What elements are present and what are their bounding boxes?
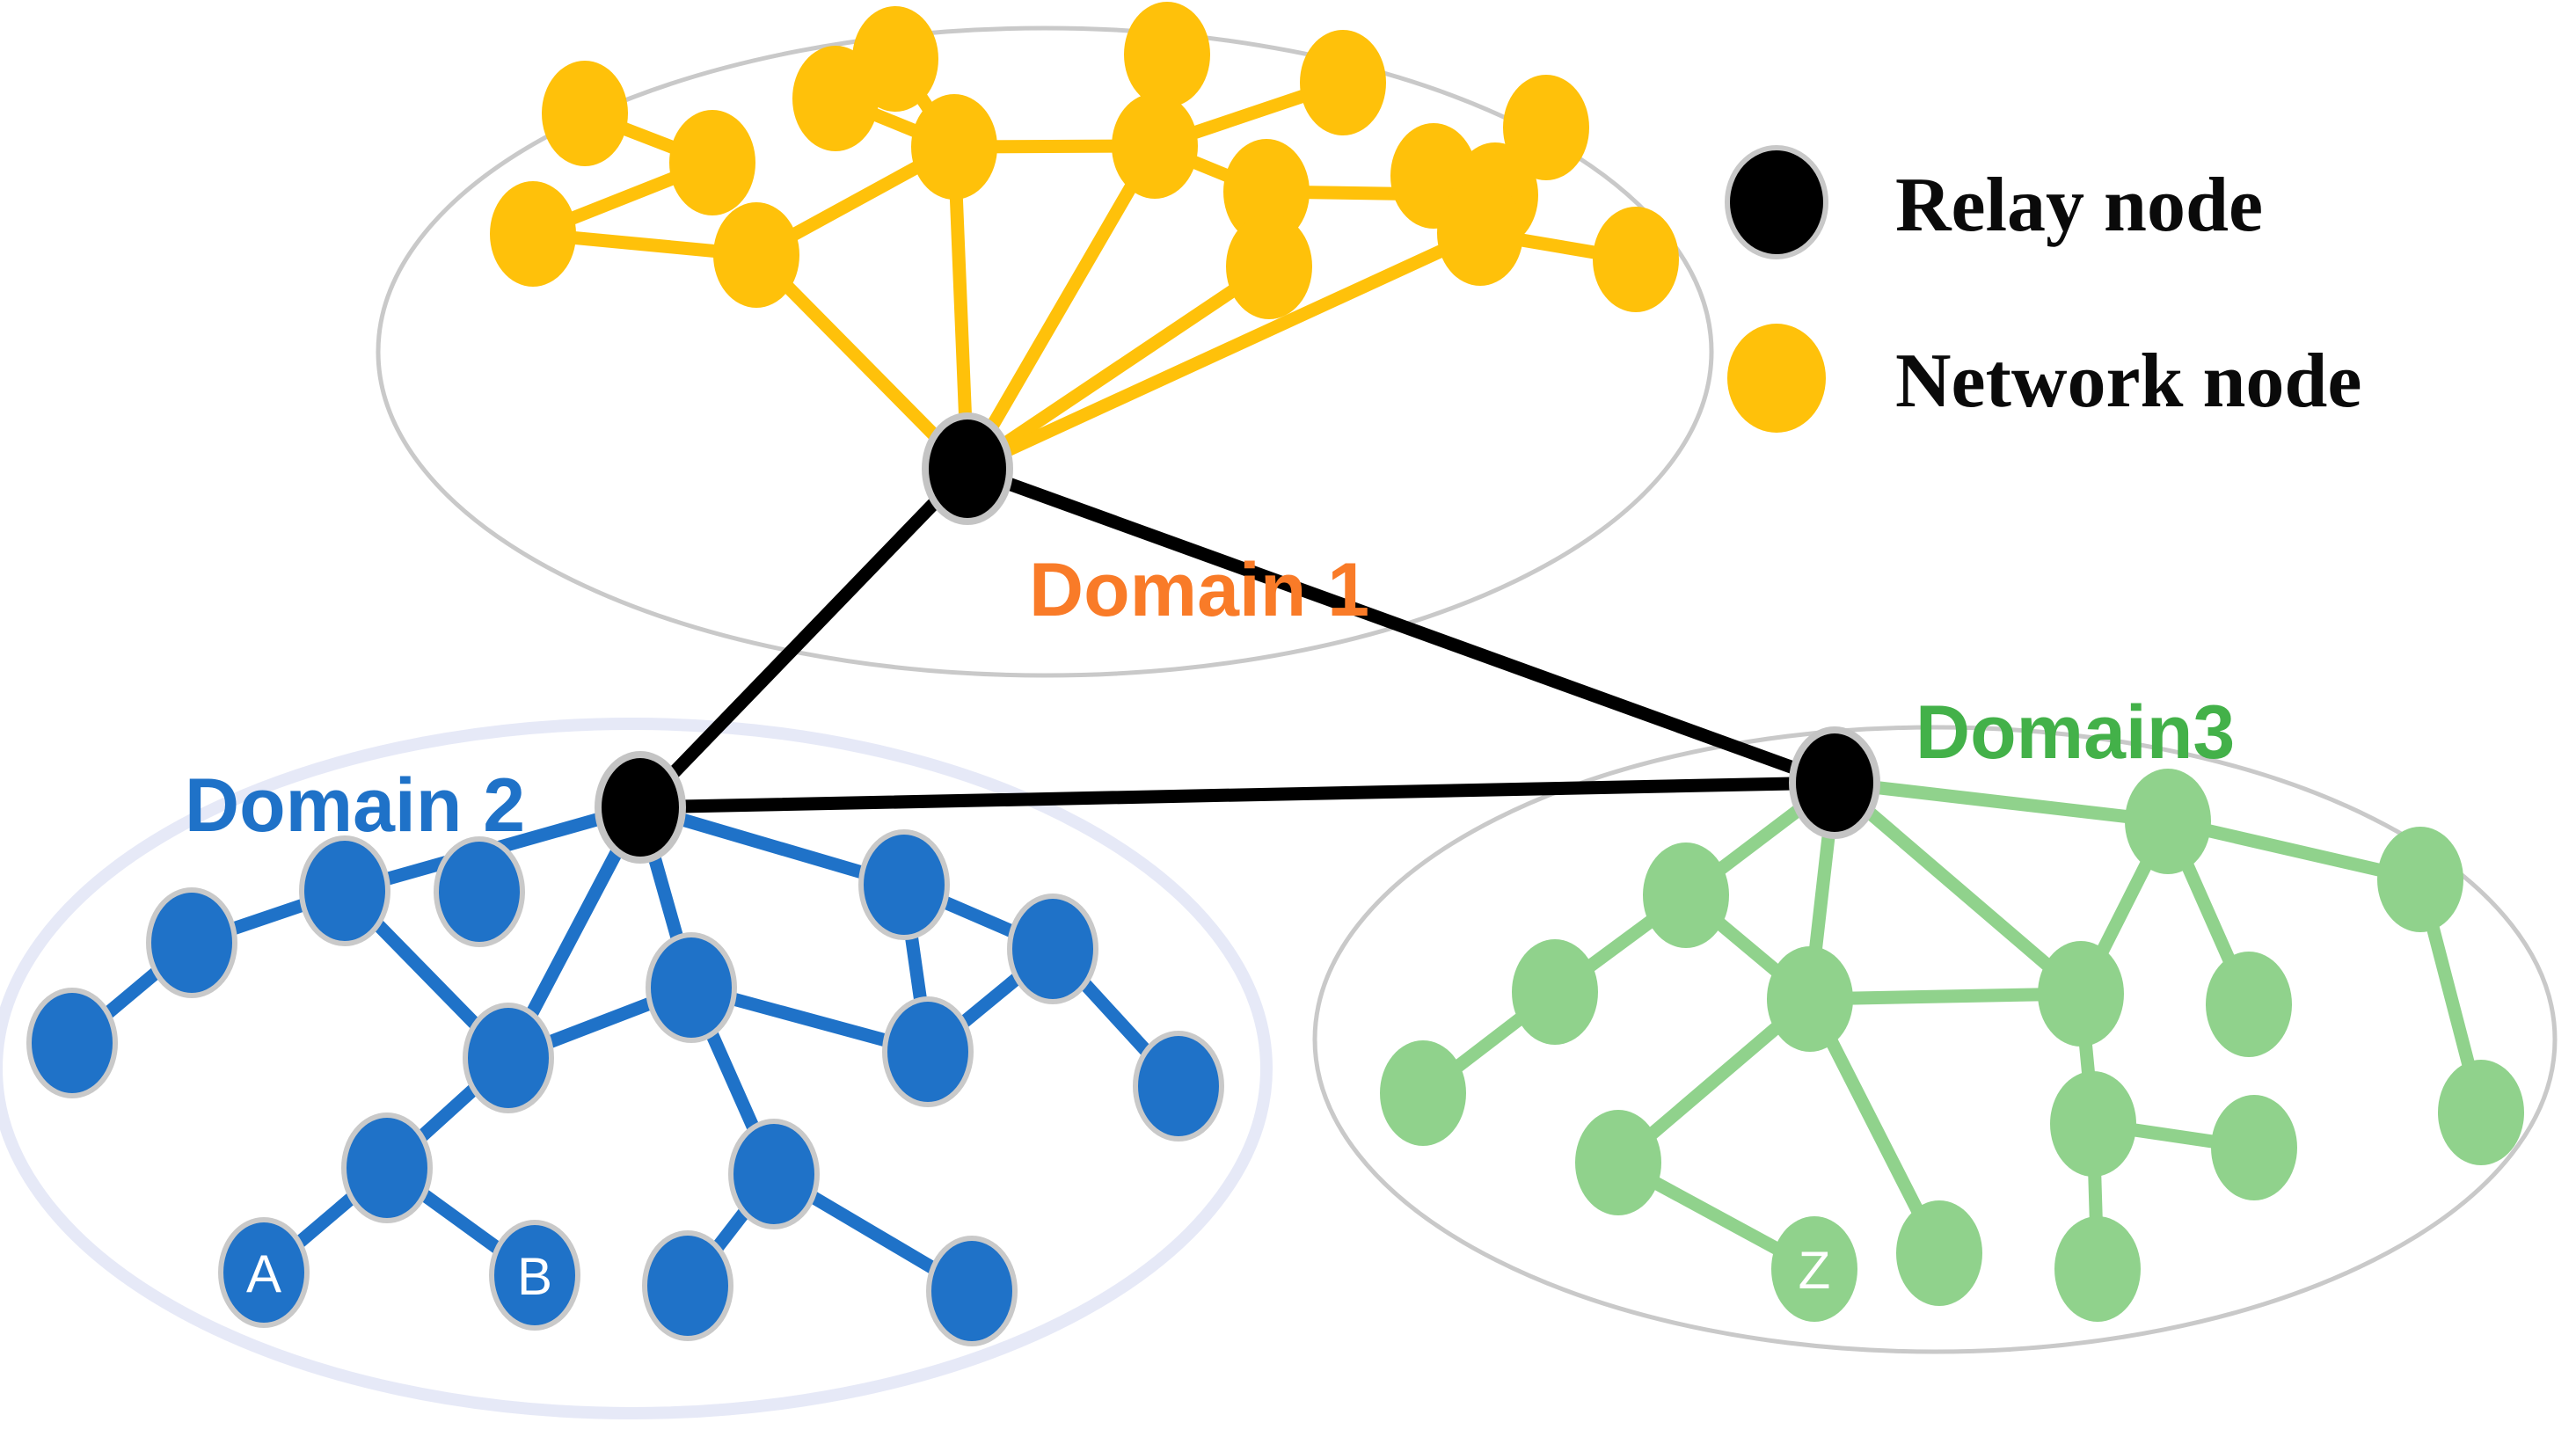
- domain2-hull: [0, 718, 1273, 1419]
- network-edge: [1803, 987, 2088, 1006]
- network-node[interactable]: [1133, 1031, 1224, 1142]
- domain2-edges: [65, 800, 1186, 1298]
- domain1-hull: [376, 26, 1714, 678]
- network-node[interactable]: [926, 1236, 1018, 1346]
- network-node[interactable]: [2438, 1060, 2524, 1165]
- network-node[interactable]: [1007, 894, 1098, 1004]
- network-node[interactable]: [218, 1217, 310, 1328]
- network-node[interactable]: [2050, 1071, 2136, 1177]
- relay-nodes: [595, 412, 1880, 864]
- network-node[interactable]: [2377, 827, 2463, 932]
- network-node[interactable]: [1223, 139, 1310, 244]
- network-node[interactable]: [2206, 952, 2292, 1057]
- network-node[interactable]: [1503, 75, 1589, 180]
- network-node[interactable]: [1575, 1110, 1661, 1215]
- network-node[interactable]: [1896, 1200, 1982, 1306]
- network-node[interactable]: [490, 181, 576, 287]
- domain3-hull: [1312, 725, 2558, 1354]
- network-node[interactable]: [1380, 1040, 1466, 1146]
- network-node[interactable]: [646, 932, 737, 1043]
- network-edge: [960, 226, 1487, 476]
- network-node[interactable]: [434, 836, 525, 947]
- network-node[interactable]: [1771, 1216, 1857, 1322]
- node-letter-label: Z: [1799, 1241, 1831, 1300]
- network-node[interactable]: [26, 988, 118, 1098]
- legend-label-relay-node: Relay node: [1895, 163, 2263, 248]
- domain1-label: Domain 1: [1029, 548, 1369, 632]
- network-edge: [1828, 776, 2175, 828]
- legend-item-relay-node: Relay node: [1725, 145, 2263, 259]
- network-node[interactable]: [299, 835, 390, 946]
- relay-node[interactable]: [1789, 726, 1880, 839]
- inter-domain-link: [633, 462, 974, 814]
- node-letter-label: A: [246, 1244, 281, 1303]
- network-edge: [960, 259, 1276, 476]
- network-node[interactable]: [2125, 769, 2211, 874]
- network-node[interactable]: [2038, 941, 2124, 1047]
- relay-node-marker-icon: [1725, 145, 1828, 259]
- network-node[interactable]: [542, 61, 628, 166]
- legend: Relay node Network node: [1725, 145, 2361, 433]
- domain3-label: Domain3: [1916, 690, 2235, 775]
- network-node[interactable]: [792, 46, 879, 151]
- network-node[interactable]: [463, 1003, 554, 1113]
- domain2-nodes: [26, 829, 1224, 1346]
- network-node[interactable]: [642, 1230, 733, 1341]
- domain1-nodes: [490, 2, 1679, 319]
- network-node[interactable]: [2054, 1216, 2141, 1322]
- network-edge: [1828, 776, 2088, 1001]
- relay-node[interactable]: [595, 751, 686, 864]
- network-node[interactable]: [1112, 93, 1198, 199]
- network-node[interactable]: [146, 887, 237, 998]
- network-node[interactable]: [1124, 2, 1210, 107]
- legend-item-network-node: Network node: [1727, 324, 2361, 433]
- network-node[interactable]: [728, 1119, 820, 1229]
- network-node[interactable]: [1643, 843, 1729, 948]
- network-node[interactable]: [858, 829, 950, 940]
- node-letter-label: B: [517, 1247, 552, 1306]
- legend-label-network-node: Network node: [1895, 339, 2361, 424]
- network-node[interactable]: [1512, 939, 1598, 1045]
- network-node[interactable]: [489, 1220, 580, 1331]
- network-node[interactable]: [2211, 1095, 2297, 1200]
- network-node[interactable]: [911, 94, 997, 200]
- inter-domain-link: [633, 776, 1842, 814]
- network-node[interactable]: [713, 202, 799, 308]
- network-node[interactable]: [1593, 207, 1679, 312]
- network-node[interactable]: [882, 996, 974, 1107]
- network-node[interactable]: [341, 1112, 433, 1223]
- relay-node[interactable]: [922, 412, 1013, 525]
- network-node[interactable]: [1300, 30, 1386, 135]
- network-node[interactable]: [1767, 946, 1853, 1052]
- network-node[interactable]: [1226, 214, 1312, 319]
- domain-hulls: [0, 26, 2558, 1419]
- inter-domain-link: [960, 462, 1842, 790]
- inter-domain-links: [633, 462, 1842, 814]
- network-node[interactable]: [1437, 180, 1523, 286]
- network-edge: [960, 139, 1162, 476]
- domain2-label: Domain 2: [185, 763, 525, 848]
- network-node-marker-icon: [1727, 324, 1826, 433]
- domain3-nodes: [1380, 769, 2524, 1322]
- network-node[interactable]: [669, 110, 755, 215]
